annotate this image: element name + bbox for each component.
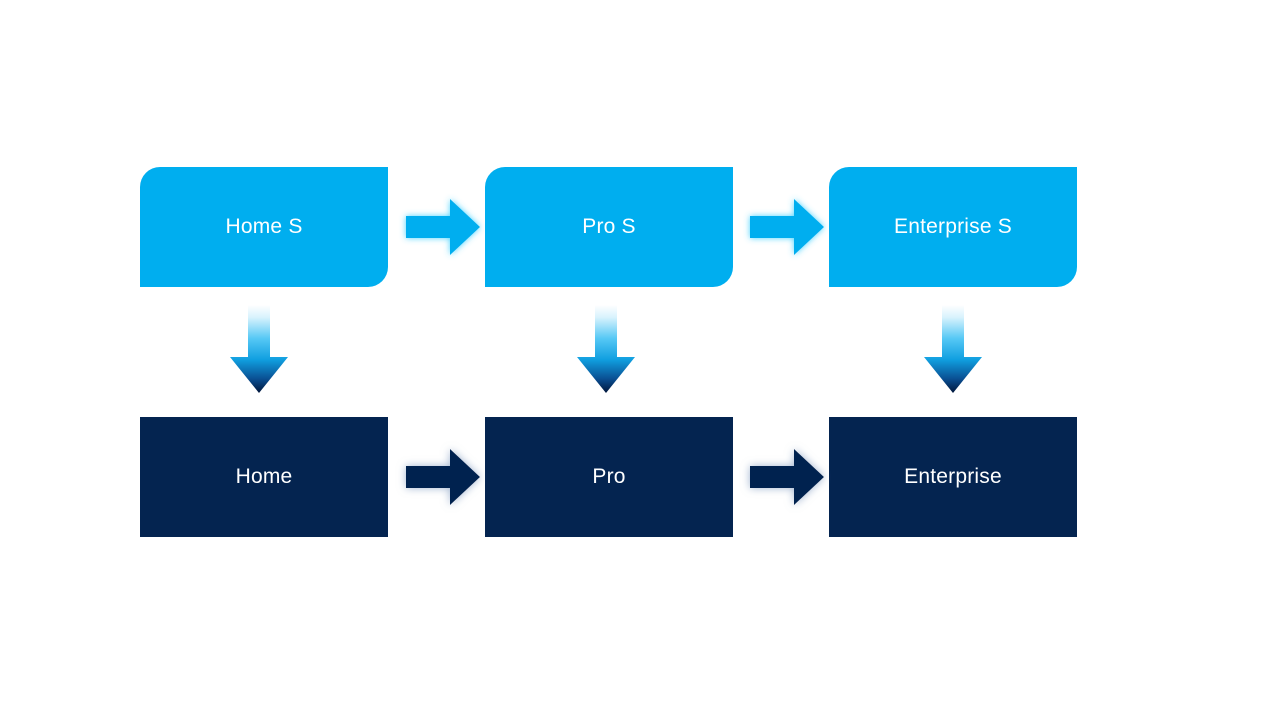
right-arrow-icon: [406, 449, 480, 505]
connector-svc-home-to-pro: [404, 196, 482, 258]
connector-prod-pro-to-enterprise: [748, 446, 826, 508]
node-home-service[interactable]: Home S: [140, 167, 388, 287]
connector-pro-service-to-product: [575, 305, 637, 395]
node-label: Home S: [225, 215, 303, 239]
node-label: Enterprise S: [894, 215, 1012, 239]
down-arrow-icon: [230, 305, 288, 393]
down-arrow-icon: [924, 305, 982, 393]
right-arrow-icon: [750, 449, 824, 505]
node-label: Home: [235, 465, 293, 489]
connector-prod-home-to-pro: [404, 446, 482, 508]
right-arrow-icon: [406, 199, 480, 255]
right-arrow-icon: [750, 199, 824, 255]
node-home-product[interactable]: Home: [140, 417, 388, 537]
node-label: Enterprise: [904, 465, 1002, 489]
down-arrow-icon: [577, 305, 635, 393]
node-label: Pro S: [582, 215, 636, 239]
node-label: Pro: [592, 465, 626, 489]
node-pro-product[interactable]: Pro: [485, 417, 733, 537]
node-enterprise-service[interactable]: Enterprise S: [829, 167, 1077, 287]
connector-enterprise-service-to-product: [922, 305, 984, 395]
node-enterprise-product[interactable]: Enterprise: [829, 417, 1077, 537]
connector-svc-pro-to-enterprise: [748, 196, 826, 258]
connector-home-service-to-product: [228, 305, 290, 395]
node-pro-service[interactable]: Pro S: [485, 167, 733, 287]
